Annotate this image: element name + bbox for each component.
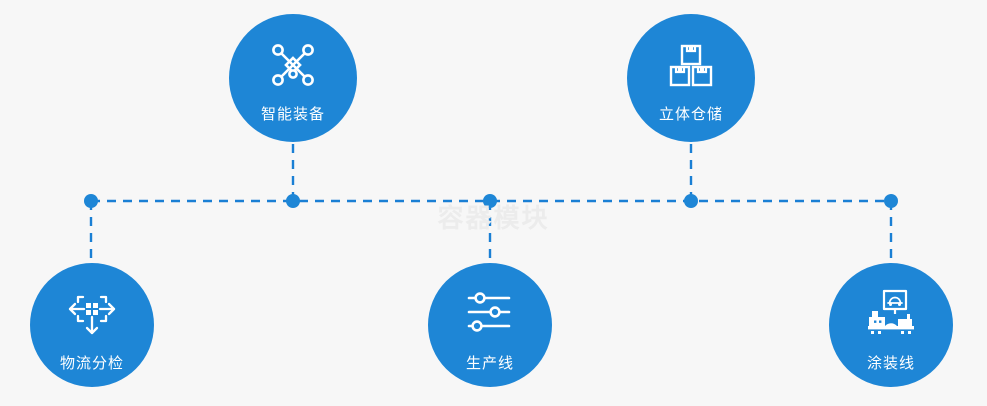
sliders-icon — [467, 291, 511, 332]
joint-4[interactable] — [684, 194, 698, 208]
node-intelligent-equipment[interactable]: 智能装备 — [229, 14, 357, 142]
node-logistics-sorting[interactable]: 物流分检 — [30, 263, 154, 387]
node-label: 涂装线 — [866, 354, 915, 372]
joint-2[interactable] — [286, 194, 300, 208]
node-label: 生产线 — [465, 354, 514, 372]
stacked-boxes-icon — [669, 44, 713, 86]
node-stereoscopic-warehouse[interactable]: 立体仓储 — [627, 14, 755, 142]
joint-1[interactable] — [84, 194, 98, 208]
node-production-line[interactable]: 生产线 — [428, 263, 552, 387]
node-label: 智能装备 — [260, 105, 325, 123]
paint-booth-icon — [868, 289, 914, 334]
node-label: 立体仓储 — [658, 105, 723, 123]
node-painting-line[interactable]: 涂装线 — [829, 263, 953, 387]
node-label: 物流分检 — [59, 354, 124, 372]
joint-5[interactable] — [884, 194, 898, 208]
sorting-scan-icon — [68, 295, 116, 334]
joint-3[interactable] — [483, 194, 497, 208]
network-nodes-icon — [272, 43, 314, 86]
